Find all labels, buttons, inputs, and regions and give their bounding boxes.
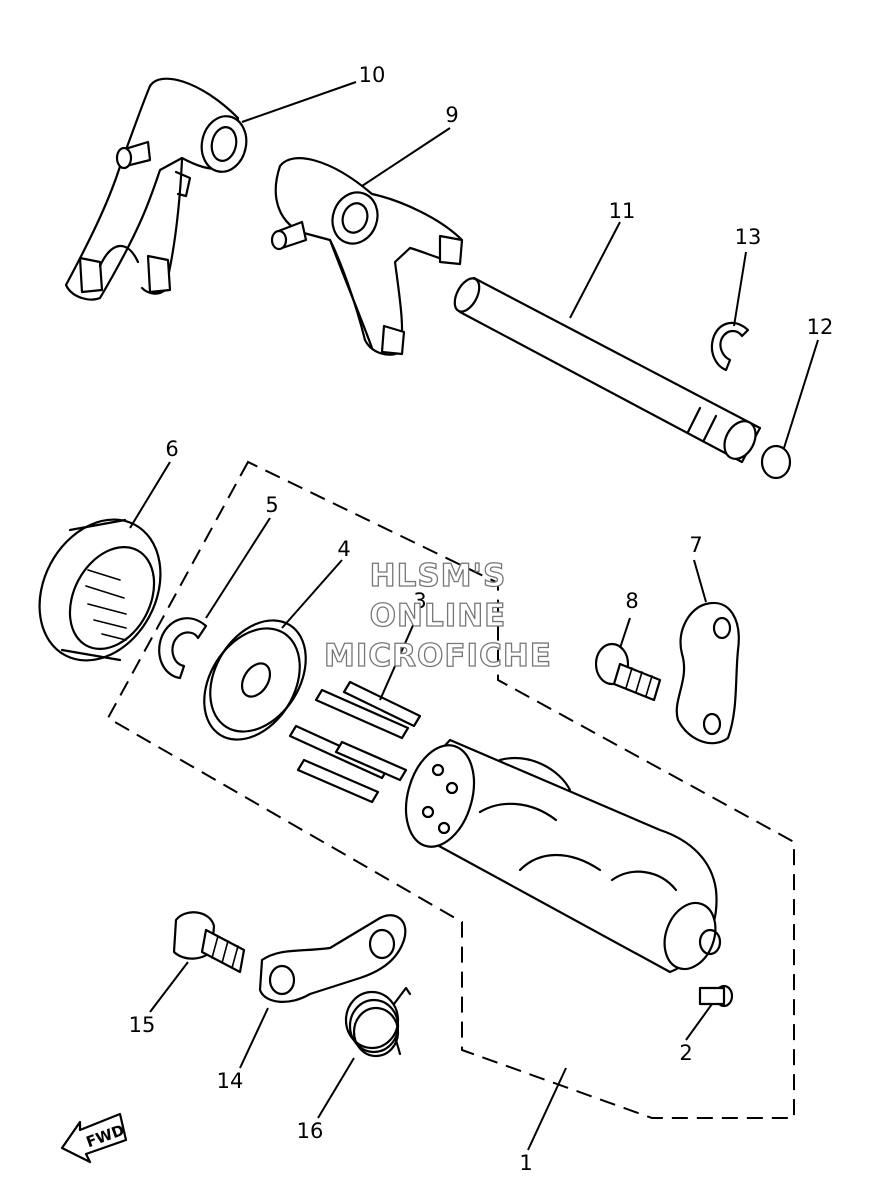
callout-8: 8 [625,589,638,613]
leader-lines [129,81,819,1151]
callout-5: 5 [265,493,278,517]
callout-4: 4 [337,537,350,561]
callout-1: 1 [519,1151,532,1175]
part-13-circlip [710,321,750,372]
callout-2: 2 [679,1041,692,1065]
callout-9: 9 [445,103,458,127]
part-9-shift-fork [270,157,464,356]
callout-labels: 10 9 11 13 12 6 5 4 3 8 7 2 15 14 16 1 [129,63,834,1175]
part-14-shift-arm [258,914,407,1003]
watermark: HLSM'S ONLINE MICROFICHE [323,557,552,674]
callout-10: 10 [359,63,386,87]
callout-13: 13 [735,225,762,249]
part-4-washer [203,619,307,741]
part-6-bearing [38,518,162,662]
callout-12: 12 [807,315,834,339]
part-8-bolt [594,642,662,702]
part-12-washer [760,444,792,480]
fwd-arrow-icon: FWD [60,1112,128,1164]
part-1-shift-drum [404,738,722,974]
watermark-line-3: MICROFICHE [324,638,552,674]
part-7-plate [675,601,740,745]
assembly-outline [106,460,795,1119]
part-5-circlip [158,617,208,680]
watermark-line-2: ONLINE [370,598,507,634]
part-16-spring [344,986,412,1058]
callout-6: 6 [165,437,178,461]
part-3-pins [288,680,422,804]
callout-11: 11 [609,199,636,223]
watermark-line-1: HLSM'S [370,558,507,594]
callout-3: 3 [413,589,426,613]
callout-14: 14 [217,1069,244,1093]
callout-16: 16 [297,1119,324,1143]
callout-15: 15 [129,1013,156,1037]
part-2-pin [698,984,734,1008]
part-15-bolt [172,911,246,974]
callout-7: 7 [689,533,702,557]
part-11-guide-bar [453,276,762,464]
part-10-shift-fork [64,77,248,301]
